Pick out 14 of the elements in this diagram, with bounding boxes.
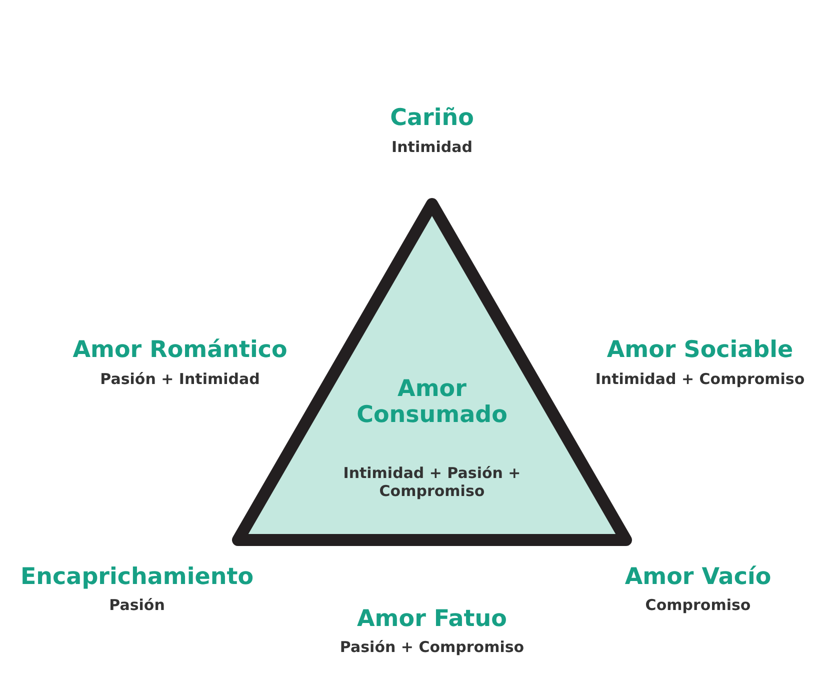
component-text: Intimidad + Compromiso: [595, 370, 805, 388]
category-title: Amor Fatuo: [357, 606, 507, 632]
component-text: Pasión: [109, 596, 165, 614]
component-text: Intimidad: [392, 138, 472, 156]
component-text: Pasión + Compromiso: [340, 638, 524, 656]
component-text: Intimidad + Pasión + Compromiso: [342, 464, 522, 500]
category-title: Amor Vacío: [624, 564, 772, 590]
component-text: Compromiso: [645, 596, 751, 614]
triangle-title: Amor Consumado: [356, 376, 508, 428]
category-title: Amor Romántico: [72, 337, 288, 363]
category-title: Cariño: [390, 105, 474, 131]
component-text: Pasión + Intimidad: [100, 370, 260, 388]
category-title: Encaprichamiento: [20, 564, 254, 590]
category-title: Amor Sociable: [606, 337, 794, 363]
